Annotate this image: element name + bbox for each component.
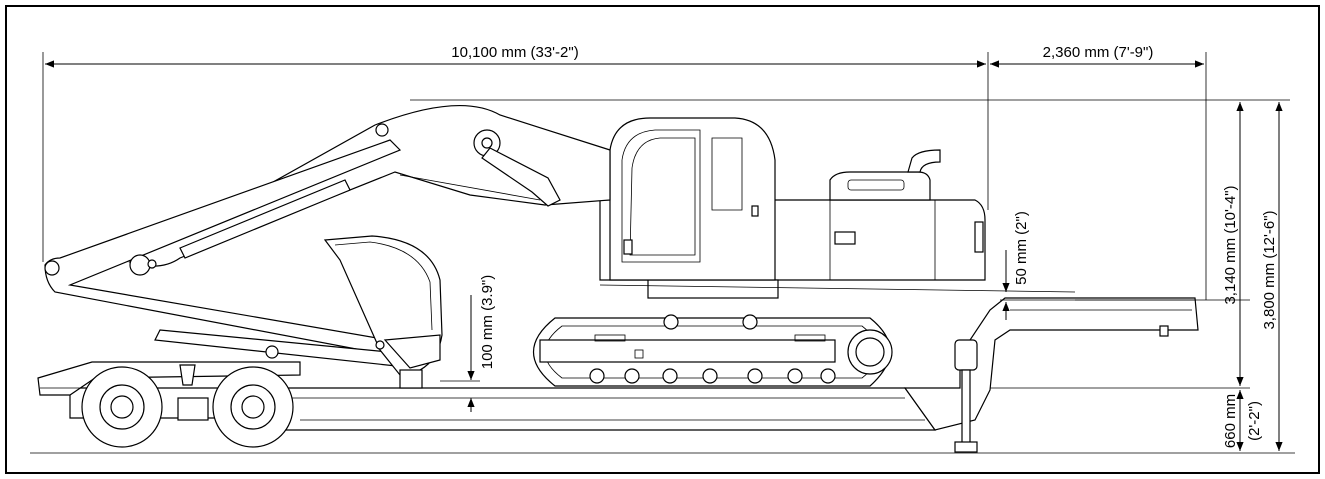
bed-height-mm-label: 660 mm <box>1222 394 1239 448</box>
transport-height-label: 3,140 mm (10'-4") <box>1222 185 1239 304</box>
trailer-wheel-rear <box>81 366 163 448</box>
track-rollers <box>589 368 836 384</box>
ground-clearance-label: 100 mm (3.9") <box>479 275 496 370</box>
front-overhang-label: 2,360 mm (7'-9") <box>1043 44 1154 61</box>
operator-cab <box>609 117 776 281</box>
excavator-upper <box>599 117 1076 299</box>
excavator-bucket <box>323 235 443 389</box>
drawing-frame <box>5 5 1320 474</box>
lowboy-trailer <box>37 297 1199 453</box>
excavator-arm <box>44 139 437 369</box>
bed-height-ftin-label: (2'-2") <box>1246 401 1263 441</box>
crawler-track <box>532 314 893 387</box>
top-clearance-label: 50 mm (2") <box>1013 211 1030 285</box>
total-height-label: 3,800 mm (12'-6") <box>1261 210 1278 329</box>
trailer-wheel-front <box>212 366 294 448</box>
overall-length-label: 10,100 mm (33'-2") <box>451 44 578 61</box>
